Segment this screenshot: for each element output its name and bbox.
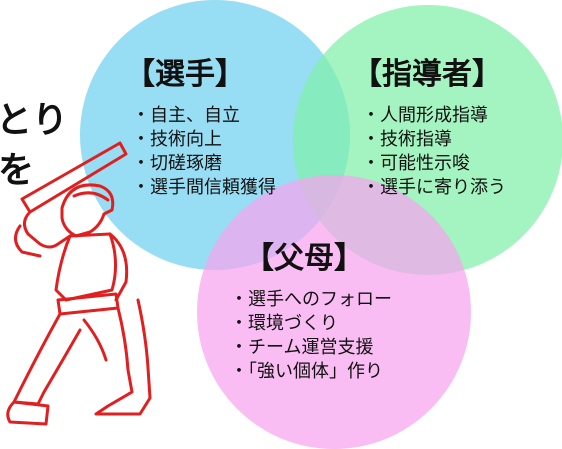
coach-item: ・選手に寄り添う (362, 177, 506, 198)
player-items: ・自主、自立 ・技術向上 ・切磋琢磨 ・選手間信頼獲得 (132, 104, 276, 200)
cropped-text-line1: とり (0, 100, 69, 141)
circle-parents (197, 175, 471, 449)
coach-item: ・可能性示唆 (362, 153, 470, 174)
baseball-batter-icon (6, 141, 152, 426)
cropped-text-line2: を (0, 150, 35, 191)
parents-item: ・環境づくり (230, 313, 338, 334)
parents-item: ・「強い個体」作り (230, 361, 383, 382)
coach-items: ・人間形成指導 ・技術指導 ・可能性示唆 ・選手に寄り添う (362, 104, 506, 200)
player-item: ・自主、自立 (132, 105, 240, 126)
player-item: ・技術向上 (132, 129, 222, 150)
parents-item: ・チーム運営支援 (230, 337, 374, 358)
parents-item: ・選手へのフォロー (230, 289, 392, 310)
player-item: ・切磋琢磨 (132, 153, 222, 174)
parents-items: ・選手へのフォロー ・環境づくり ・チーム運営支援 ・「強い個体」作り (230, 288, 392, 384)
player-item: ・選手間信頼獲得 (132, 177, 276, 198)
coach-title: 【指導者】 (352, 57, 502, 92)
parents-title: 【父母】 (244, 241, 364, 276)
player-title: 【選手】 (125, 57, 245, 92)
coach-item: ・技術指導 (362, 129, 452, 150)
coach-item: ・人間形成指導 (362, 105, 488, 126)
